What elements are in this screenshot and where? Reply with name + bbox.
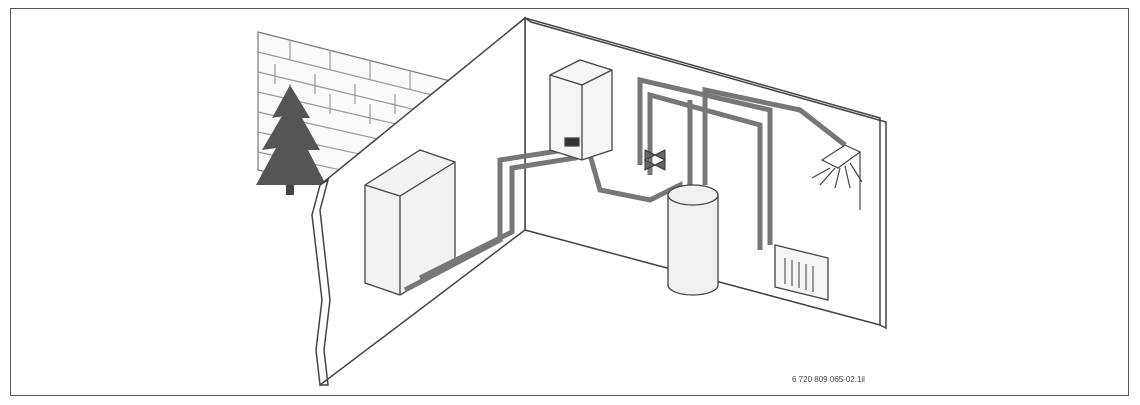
indoor-control-unit xyxy=(549,59,613,161)
hot-water-cylinder xyxy=(667,184,719,296)
figure-frame xyxy=(10,8,1129,396)
radiator-icon xyxy=(774,244,829,301)
figure-reference-code: 6 720 809 065-02.1il xyxy=(792,375,865,384)
shower-icon xyxy=(811,144,863,210)
tree-icon xyxy=(256,85,326,195)
three-way-valve-icon xyxy=(643,149,667,171)
